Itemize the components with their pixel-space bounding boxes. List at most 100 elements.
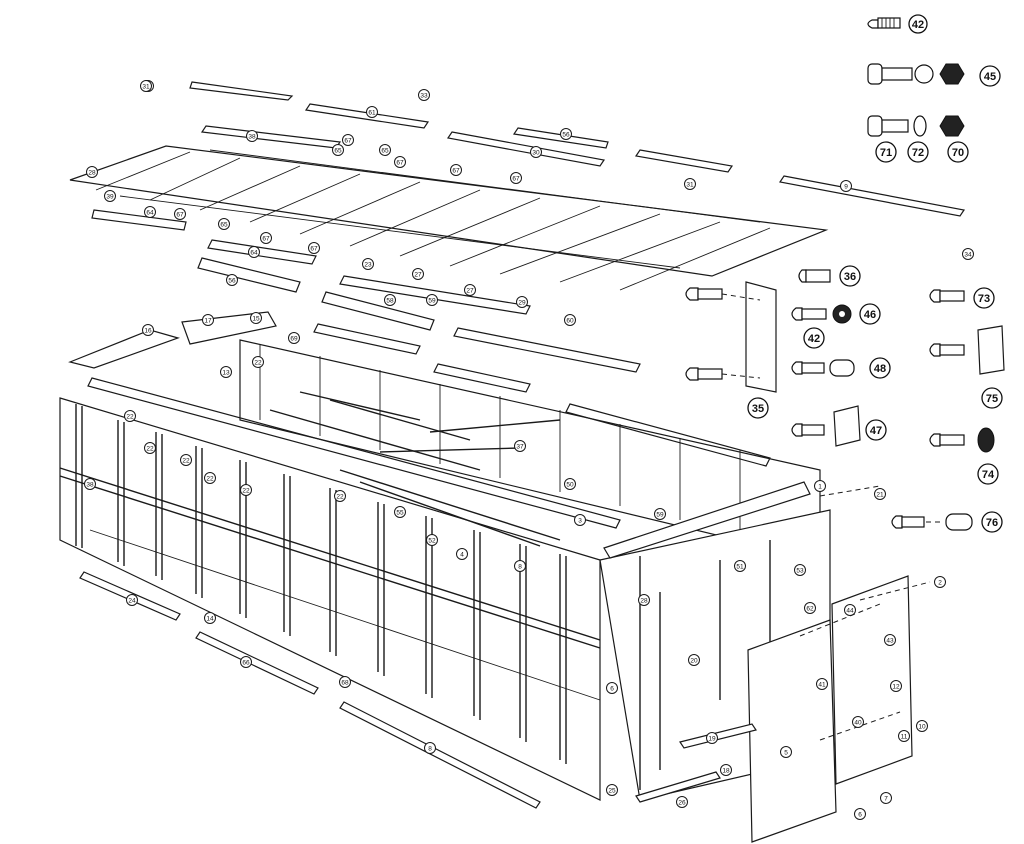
part-callout: 69	[288, 332, 300, 344]
roof-assembly	[69, 81, 966, 393]
part-callout: 40	[852, 716, 864, 728]
part-callout: 7	[880, 792, 892, 804]
screw-spacer-icon	[791, 359, 855, 377]
callout-76: 76	[981, 511, 1003, 533]
part-callout: 59	[654, 508, 666, 520]
part-callout-label: 16	[144, 327, 152, 334]
part-callout-label: 50	[566, 481, 574, 488]
part-callout: 68	[339, 676, 351, 688]
part-callout: 52	[426, 534, 438, 546]
part-callout-label: 28	[640, 597, 648, 604]
part-callout: 16	[142, 324, 154, 336]
part-callout-label: 18	[722, 767, 730, 774]
part-callout: 55	[394, 506, 406, 518]
part-callout-label: 65	[381, 147, 389, 154]
part-callout: 8	[514, 560, 526, 572]
screw-clip-icon	[791, 405, 861, 447]
part-callout: 65	[379, 144, 391, 156]
screw-icon	[867, 17, 901, 29]
part-callout-label: 1	[818, 483, 822, 490]
part-callout: 5	[780, 746, 792, 758]
part-callout-label: 30	[532, 149, 540, 156]
part-callout: 67	[450, 164, 462, 176]
svg-text:75: 75	[986, 393, 998, 405]
callout-35: 35	[747, 397, 769, 419]
part-callout-label: 3	[578, 517, 582, 524]
part-callout-label: 7	[884, 795, 888, 802]
part-callout: 25	[606, 784, 618, 796]
part-callout: 3	[574, 514, 586, 526]
part-callout: 20	[688, 654, 700, 666]
bracket-plate-icon	[685, 281, 777, 393]
part-callout-label: 22	[182, 457, 190, 464]
part-callout: 23	[362, 258, 374, 270]
svg-text:71: 71	[880, 147, 892, 159]
part-callout-label: 9	[844, 183, 848, 190]
part-callout: 18	[720, 764, 732, 776]
part-callout: 6	[606, 682, 618, 694]
svg-text:45: 45	[984, 71, 996, 83]
part-callout: 15	[250, 312, 262, 324]
part-callout-label: 43	[886, 637, 894, 644]
part-callout-label: 5	[784, 749, 788, 756]
callout-47: 47	[865, 419, 887, 441]
part-callout-label: 55	[396, 509, 404, 516]
part-callout: 67	[260, 232, 272, 244]
part-callout: 51	[734, 560, 746, 572]
part-callout-label: 14	[206, 615, 214, 622]
part-callout-label: 67	[344, 137, 352, 144]
svg-text:70: 70	[952, 147, 964, 159]
part-callout-label: 22	[254, 359, 262, 366]
svg-text:76: 76	[986, 517, 998, 529]
part-callout-label: 17	[204, 317, 212, 324]
part-callout-label: 53	[796, 567, 804, 574]
part-callout: 30	[530, 146, 542, 158]
callout-75: 75	[981, 387, 1003, 409]
part-callout: 65	[218, 218, 230, 230]
part-callout: 9	[840, 180, 852, 192]
part-callout: 67	[394, 156, 406, 168]
part-callout-label: 66	[242, 659, 250, 666]
part-callout-label: 11	[901, 733, 908, 740]
screw-washer-icon	[929, 427, 995, 453]
part-callout-label: 26	[678, 799, 686, 806]
part-callout-label: 20	[690, 657, 698, 664]
part-callout: 56	[560, 128, 572, 140]
part-callout-label: 25	[608, 787, 616, 794]
part-callout: 4	[456, 548, 468, 560]
svg-text:73: 73	[978, 293, 990, 305]
part-callout-label: 68	[341, 679, 349, 686]
part-callout: 67	[510, 172, 522, 184]
part-callout-label: 67	[262, 235, 270, 242]
svg-text:48: 48	[874, 363, 886, 375]
part-callout-label: 64	[250, 249, 258, 256]
part-callout-label: 31	[142, 83, 150, 90]
part-callout: 38	[246, 130, 258, 142]
part-callout: 28	[638, 594, 650, 606]
part-callout: 1	[814, 480, 826, 492]
part-callout: 22	[144, 442, 156, 454]
part-callout-label: 38	[248, 133, 256, 140]
part-callout: 67	[308, 242, 320, 254]
screw-spacer-icon	[891, 513, 973, 531]
part-callout: 65	[332, 144, 344, 156]
part-callout: 22	[180, 454, 192, 466]
part-callout-label: 38	[86, 481, 94, 488]
part-callout-label: 4	[460, 551, 464, 558]
callout-74: 74	[977, 463, 999, 485]
svg-text:35: 35	[752, 403, 764, 415]
part-callouts: 6131336138676565285630396467656767676767…	[84, 80, 974, 820]
part-callout-label: 62	[806, 605, 814, 612]
part-callout-label: 64	[146, 209, 154, 216]
callout-45: 45	[979, 65, 1001, 87]
part-callout-label: 23	[364, 261, 372, 268]
part-callout: 33	[418, 89, 430, 101]
part-callout: 11	[898, 730, 910, 742]
part-callout-label: 56	[228, 277, 236, 284]
part-callout-label: 27	[414, 271, 422, 278]
part-callout: 41	[816, 678, 828, 690]
part-callout-label: 31	[686, 181, 694, 188]
callout-48: 48	[869, 357, 891, 379]
part-callout-label: 65	[334, 147, 342, 154]
